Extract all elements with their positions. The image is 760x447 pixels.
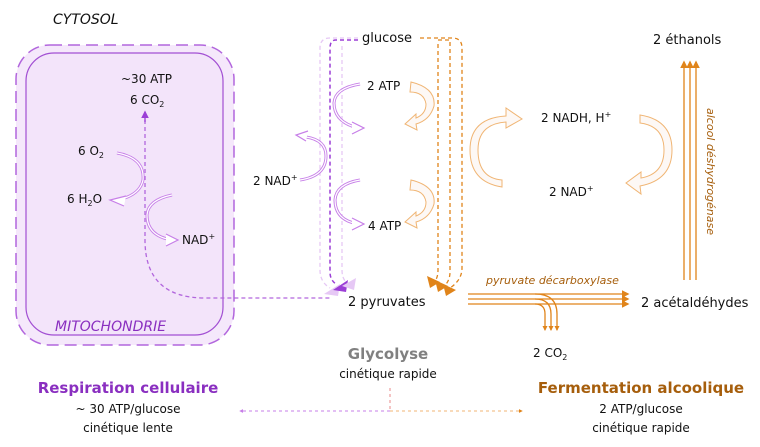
adh-arrows — [680, 60, 700, 280]
mitochondria-inner-membrane — [25, 52, 224, 336]
glycolysis-nad-label: 2 NAD+ — [253, 173, 298, 188]
respiration-title: Respiration cellulaire — [38, 379, 219, 397]
glucose-label: glucose — [362, 31, 412, 46]
mito-atp-label: ~30 ATP — [121, 72, 172, 86]
pyruvates-label: 2 pyruvates — [348, 295, 426, 310]
mito-o2-label: 6 O2 — [78, 144, 104, 160]
glycolysis-paths — [319, 37, 463, 296]
mito-co2-label: 6 CO2 — [130, 93, 164, 109]
fermentation-yield: 2 ATP/glucose — [599, 402, 682, 416]
mitochondrion — [15, 44, 235, 346]
acetaldehydes-label: 2 acétaldéhydes — [641, 296, 749, 311]
nadh-label: 2 NADH, H+ — [541, 110, 611, 125]
adh-enzyme-label: alcool déshydrogénase — [704, 108, 717, 235]
pdc-enzyme-label: pyruvate décarboxylase — [485, 274, 619, 287]
respiration-kinetics: cinétique lente — [83, 421, 173, 435]
pdc-arrows — [468, 290, 630, 332]
glycolysis-arrows — [294, 81, 435, 231]
pyruvate-to-mito-arrow — [144, 120, 330, 299]
glycolysis-kinetics: cinétique rapide — [339, 367, 437, 381]
mito-h2o-label: 6 H2O — [67, 192, 102, 208]
fermentation-title: Fermentation alcoolique — [538, 379, 744, 397]
nadh-cycle-arrows — [469, 107, 673, 196]
glycolysis-atp-in-label: 2 ATP — [367, 79, 400, 93]
ethanols-label: 2 éthanols — [653, 33, 722, 48]
cytosol-label: CYTOSOL — [53, 12, 119, 28]
mito-nad-label: NAD+ — [182, 232, 215, 247]
glycolysis-atp-out-label: 4 ATP — [368, 219, 401, 233]
fermentation-nad-label: 2 NAD+ — [549, 184, 594, 199]
respiration-yield: ~ 30 ATP/glucose — [76, 402, 181, 416]
fermentation-kinetics: cinétique rapide — [592, 421, 690, 435]
fermentation-co2-label: 2 CO2 — [533, 346, 567, 362]
mitochondria-label: MITOCHONDRIE — [55, 319, 166, 335]
glycolysis-title: Glycolyse — [348, 345, 428, 363]
summary-connector — [239, 388, 523, 413]
